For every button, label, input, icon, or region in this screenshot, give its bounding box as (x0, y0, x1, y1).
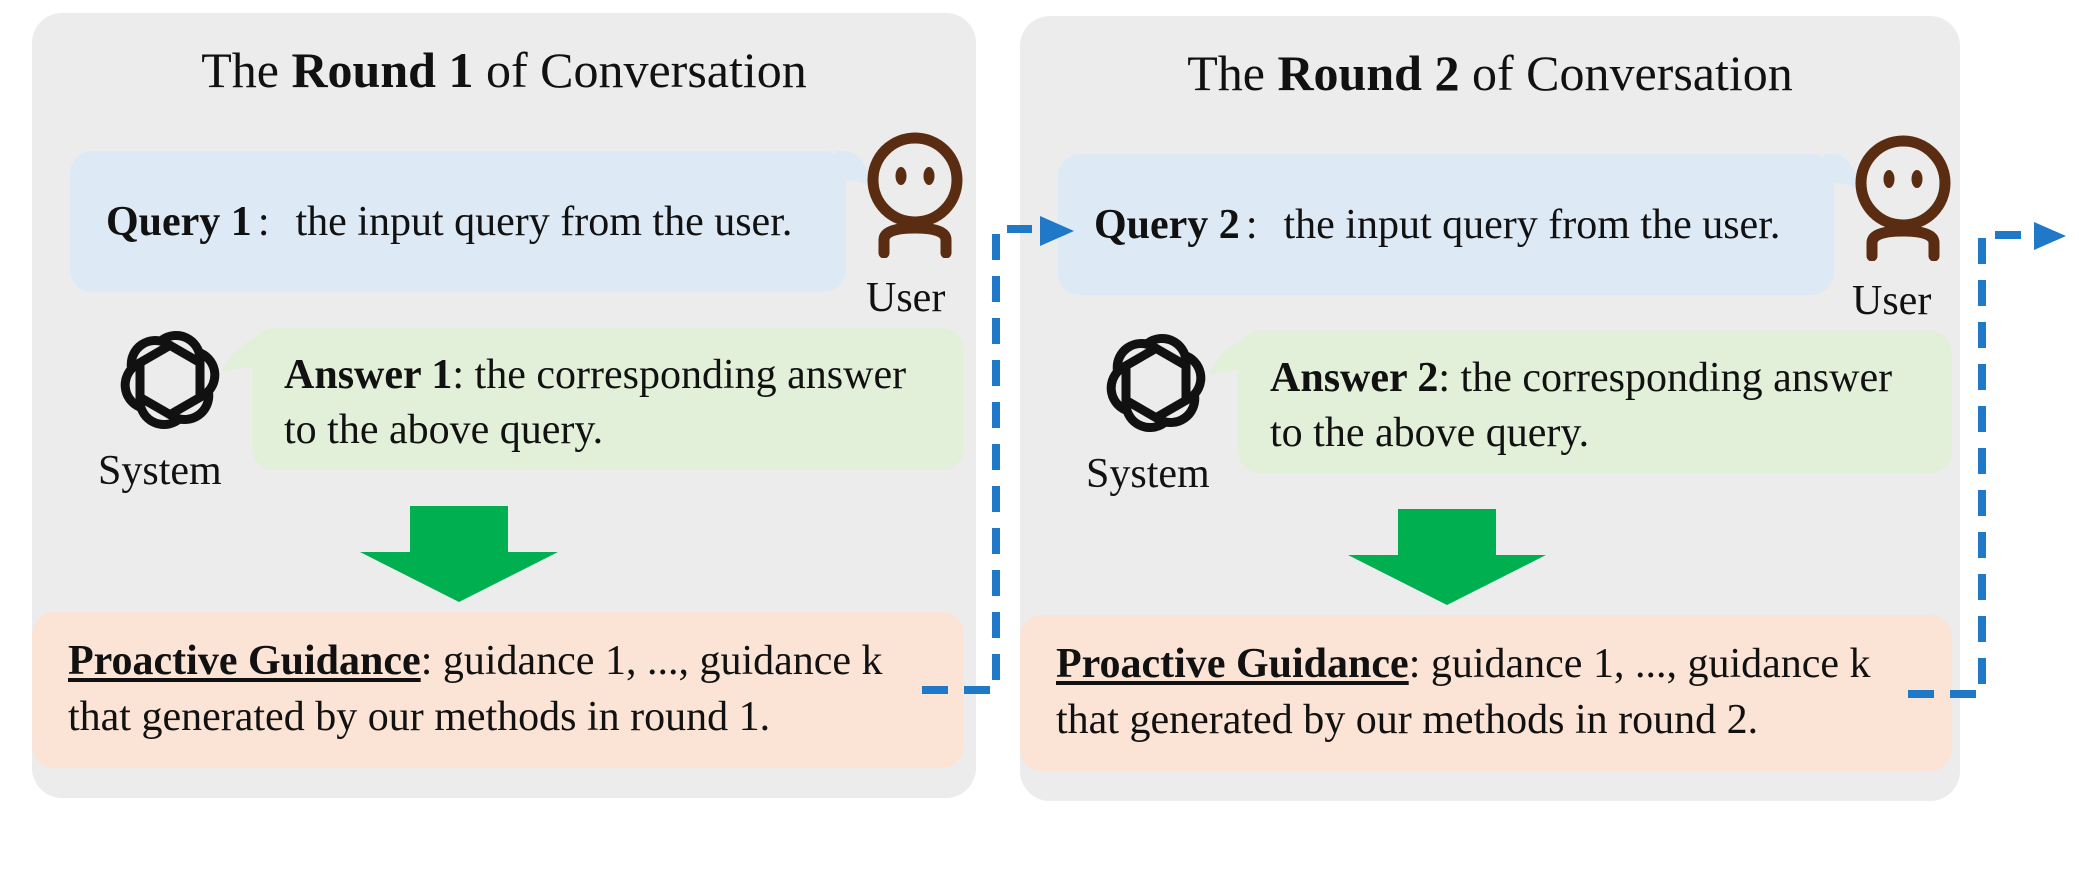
round-2-query-text: the input query from the user. (1283, 201, 1781, 248)
round-1-guidance-label: Proactive Guidance (68, 638, 421, 684)
round-2-title-suffix: of Conversation (1459, 45, 1793, 101)
round-2-title: The Round 2 of Conversation (1020, 48, 1960, 98)
round-1-query-bubble: Query 1: the input query from the user. (70, 151, 846, 292)
round-1-query-text: the input query from the user. (295, 198, 793, 245)
round-2-title-bold: Round 2 (1277, 45, 1460, 101)
round-2-answer-bubble: Answer 2: the corresponding answer to th… (1238, 331, 1952, 473)
round-1-guidance-line2: that generated by our methods in round 1… (68, 693, 771, 740)
user-icon (867, 132, 963, 258)
round-1-guidance-line1: Proactive Guidance: guidance 1, ..., gui… (68, 634, 964, 690)
round-1-query-tail (836, 151, 876, 189)
round-2-query-sep: : (1245, 201, 1258, 248)
round-2-answer-label: Answer 2 (1270, 355, 1439, 401)
user-icon (1855, 135, 1951, 261)
round-2-guidance-label: Proactive Guidance (1056, 641, 1409, 687)
round-2-user-label: User (1852, 278, 1932, 324)
round-1-title-bold: Round 1 (291, 42, 474, 98)
round-2-answer-tail (1208, 339, 1248, 375)
round-1-answer-tail (222, 336, 262, 372)
round-1-down-arrow (360, 506, 558, 602)
round-2-guidance-line2: that generated by our methods in round 2… (1056, 696, 1759, 743)
round-2-query-bubble: Query 2: the input query from the user. (1058, 154, 1834, 295)
openai-logo-icon (120, 330, 220, 430)
round-1-system-label: System (98, 448, 222, 494)
round-1-answer-text-1: : the corresponding answer (452, 352, 907, 398)
round-2-answer-line2: to the above query. (1270, 409, 1590, 456)
round-1-guidance-text-1: : guidance 1, ..., guidance k (420, 638, 883, 684)
round-2-answer-text-1: : the corresponding answer (1438, 355, 1893, 401)
openai-logo-icon (1106, 333, 1206, 433)
round-2-guidance-line1: Proactive Guidance: guidance 1, ..., gui… (1056, 637, 1952, 693)
round-1-query-sep: : (257, 198, 270, 245)
round-2-guidance-box: Proactive Guidance: guidance 1, ..., gui… (1020, 615, 1952, 771)
round-2-guidance-text-1: : guidance 1, ..., guidance k (1408, 641, 1871, 687)
round-2-system-label: System (1086, 451, 1210, 497)
round-1-answer-bubble: Answer 1: the corresponding answer to th… (252, 328, 964, 470)
round-1-answer-line2: to the above query. (284, 406, 604, 453)
round-1-answer-label: Answer 1 (284, 352, 453, 398)
round-2-query-label: Query 2 (1094, 201, 1240, 248)
round-2-query-tail (1824, 154, 1864, 192)
round-1-user-label: User (866, 275, 946, 321)
round-1-title: The Round 1 of Conversation (32, 45, 976, 95)
round-2-title-prefix: The (1187, 45, 1278, 101)
round-1-title-suffix: of Conversation (473, 42, 807, 98)
round-2-down-arrow (1348, 509, 1546, 605)
round-2-answer-line1: Answer 2: the corresponding answer (1270, 351, 1952, 406)
round-1-query-label: Query 1 (106, 198, 252, 245)
round-1-answer-line1: Answer 1: the corresponding answer (284, 348, 964, 403)
round-1-title-prefix: The (201, 42, 292, 98)
round-1-guidance-box: Proactive Guidance: guidance 1, ..., gui… (32, 612, 964, 768)
